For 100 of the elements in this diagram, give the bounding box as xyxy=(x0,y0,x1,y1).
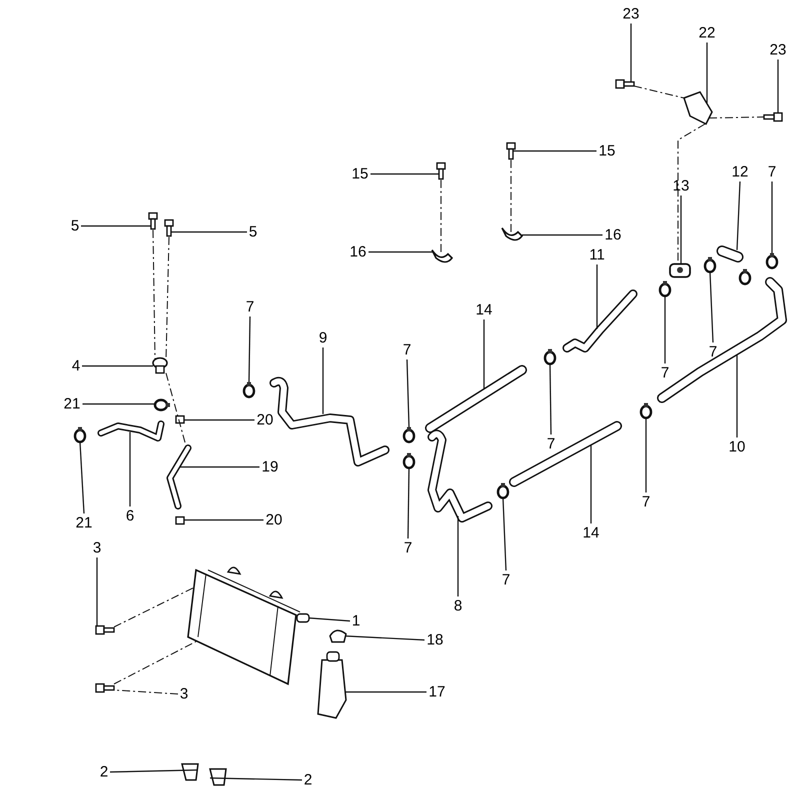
callout-number: 14 xyxy=(582,524,600,542)
leader-line xyxy=(590,445,592,524)
callout-number: 11 xyxy=(588,246,606,264)
hose-clamp-drawing xyxy=(74,427,86,444)
bolt-drawing xyxy=(164,219,174,237)
callout-number: 4 xyxy=(70,358,82,374)
callout-number: 2 xyxy=(302,772,314,788)
callout-number: 21 xyxy=(62,396,82,412)
leader-line xyxy=(664,296,666,364)
leader-line xyxy=(736,355,738,438)
callout-number: 10 xyxy=(728,438,746,456)
leader-line xyxy=(368,251,433,253)
callout-number: 17 xyxy=(428,684,446,700)
plug-drawing xyxy=(209,768,227,786)
leader-line xyxy=(129,432,131,506)
callout-number: 1 xyxy=(350,612,362,630)
leader-line xyxy=(549,364,552,434)
hose-clamp-drawing xyxy=(640,403,652,420)
callout-number: 7 xyxy=(546,436,556,452)
bolt-drawing xyxy=(615,79,635,89)
leader-line xyxy=(308,617,350,622)
leader-line xyxy=(407,468,410,538)
callout-number: 19 xyxy=(260,458,280,476)
pipe-drawing xyxy=(509,421,622,487)
bolt-drawing xyxy=(148,212,158,230)
leader-line xyxy=(483,320,485,389)
callout-number: 7 xyxy=(402,540,414,556)
bracket-drawing xyxy=(683,91,713,125)
callout-number: 16 xyxy=(348,244,368,260)
hose-drawing xyxy=(657,277,787,403)
callout-number: 13 xyxy=(672,178,690,194)
center-line xyxy=(152,230,156,360)
leader-line xyxy=(457,516,459,596)
clip-drawing xyxy=(501,227,523,241)
leader-line xyxy=(171,231,247,233)
callout-number: 2 xyxy=(98,764,110,780)
bolt-drawing xyxy=(95,625,115,635)
cap-drawing xyxy=(329,630,347,643)
hose-clamp-drawing xyxy=(496,483,510,500)
hose-drawing xyxy=(562,290,638,352)
leader-line xyxy=(322,348,324,414)
leader-line xyxy=(345,691,426,693)
clip-drawing xyxy=(175,516,185,525)
leader-line xyxy=(630,24,632,82)
bolt-drawing xyxy=(763,112,783,122)
callout-number: 18 xyxy=(426,632,444,648)
leader-line xyxy=(709,272,714,343)
center-line xyxy=(634,86,684,98)
leader-line xyxy=(596,264,598,329)
pipe-drawing xyxy=(166,444,192,510)
callout-number: 9 xyxy=(318,330,328,346)
callout-number: 14 xyxy=(474,302,494,318)
leader-line xyxy=(248,316,251,382)
leader-line xyxy=(110,769,198,773)
callout-number: 7 xyxy=(766,164,778,180)
leader-line xyxy=(522,234,602,236)
leader-line xyxy=(82,403,155,405)
callout-number: 21 xyxy=(74,514,94,532)
callout-number: 8 xyxy=(452,598,464,614)
hose-clamp-drawing xyxy=(704,257,716,274)
callout-number: 6 xyxy=(124,508,136,524)
leader-line xyxy=(645,418,647,492)
callout-number: 15 xyxy=(598,142,616,160)
callout-number: 3 xyxy=(178,686,190,702)
cap-drawing xyxy=(152,357,168,374)
leader-line xyxy=(502,498,507,571)
hose-clamp-drawing xyxy=(154,398,170,412)
leader-line xyxy=(210,777,302,781)
callout-number: 23 xyxy=(768,42,788,58)
callout-number: 23 xyxy=(622,6,640,22)
clip-drawing xyxy=(175,415,185,424)
callout-number: 7 xyxy=(640,494,652,510)
leader-line xyxy=(184,419,254,421)
leader-line xyxy=(680,196,682,264)
hose-clamp-drawing xyxy=(738,269,752,286)
leader-line xyxy=(180,466,260,468)
callout-number: 7 xyxy=(708,344,718,360)
callout-number: 7 xyxy=(402,342,412,358)
hose-clamp-drawing xyxy=(544,349,556,366)
leader-line xyxy=(79,442,85,514)
callout-number: 20 xyxy=(256,412,274,428)
leader-line xyxy=(96,558,98,626)
callout-number: 3 xyxy=(92,540,102,556)
center-line xyxy=(166,372,186,446)
bolt-drawing xyxy=(506,142,516,160)
leader-line xyxy=(706,42,708,103)
center-line xyxy=(114,640,198,684)
callout-number: 7 xyxy=(660,364,670,382)
callout-number: 20 xyxy=(264,512,284,528)
radiator-drawing xyxy=(187,566,310,686)
callout-number: 22 xyxy=(698,24,716,42)
clip-drawing xyxy=(431,249,453,263)
hose-drawing xyxy=(98,420,164,442)
callout-number: 7 xyxy=(500,572,512,588)
leader-line xyxy=(736,181,741,250)
leader-line xyxy=(771,182,773,253)
callout-number: 7 xyxy=(244,298,256,316)
callout-number: 15 xyxy=(350,166,370,182)
hose-drawing xyxy=(428,430,492,522)
leader-line xyxy=(184,519,264,521)
